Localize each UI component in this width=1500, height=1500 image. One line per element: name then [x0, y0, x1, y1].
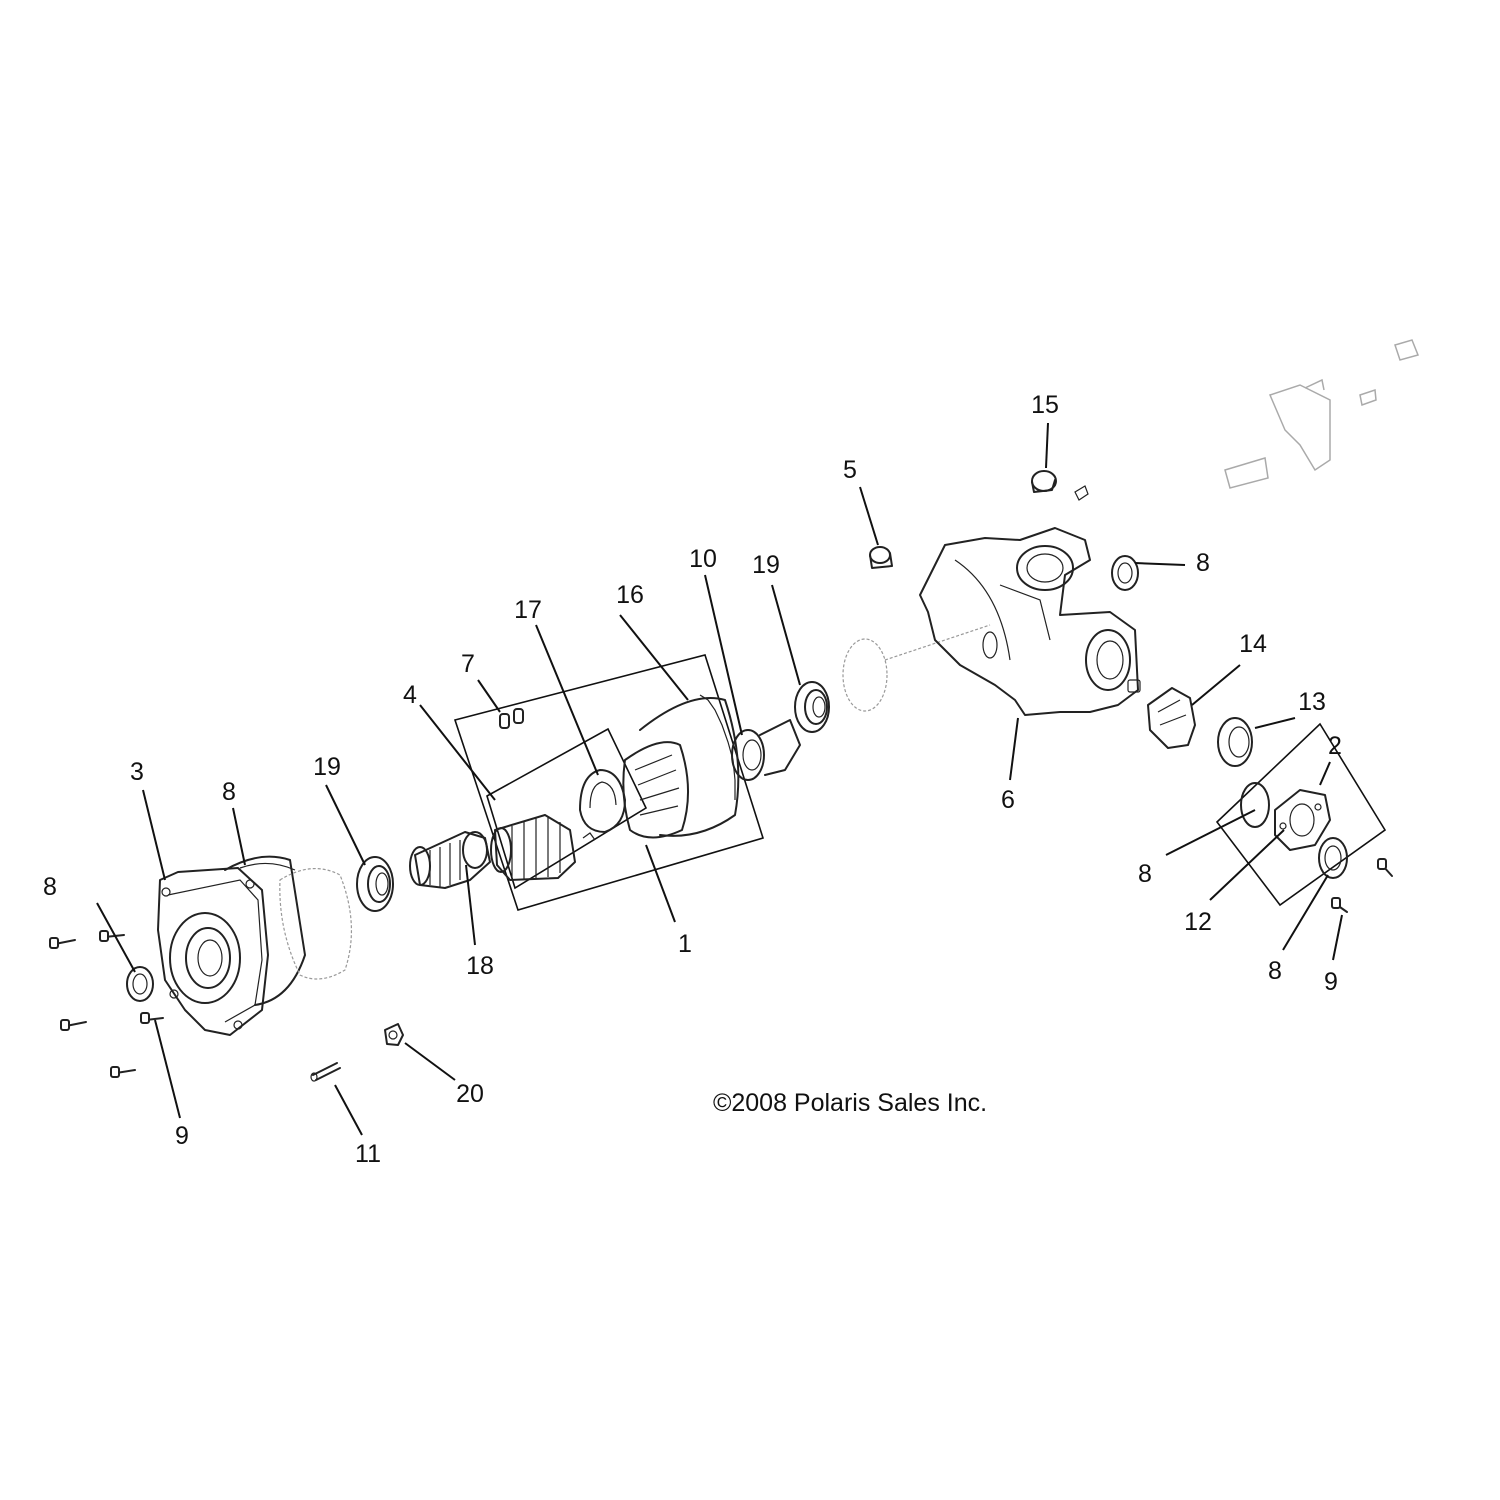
assembly-box-2 [1215, 722, 1387, 907]
callout-18: 18 [466, 952, 494, 980]
o-ring [1240, 782, 1270, 828]
callout-20: 20 [456, 1080, 484, 1108]
tapered-bearing [731, 719, 801, 781]
callout-17: 17 [514, 596, 542, 624]
ring-gear [622, 694, 740, 839]
bearing-right [794, 681, 830, 733]
output-shaft [409, 831, 491, 889]
callout-15: 15 [1031, 391, 1059, 419]
bolt-set-right [1331, 858, 1393, 913]
callout-13: 13 [1298, 688, 1326, 716]
pinion-bearing [1217, 717, 1253, 767]
assembly-box-4 [486, 727, 648, 890]
clip-fitting [384, 1023, 404, 1046]
shim-ring-ghost [842, 624, 991, 712]
callout-4: 4 [403, 681, 417, 709]
main-gear-case [919, 527, 1139, 716]
callout-14: 14 [1239, 630, 1267, 658]
callout-3: 3 [130, 758, 144, 786]
callout-8-o-ring: 8 [1138, 860, 1152, 888]
callout-6: 6 [1001, 786, 1015, 814]
end-cover-housing [157, 855, 306, 1036]
callout-8-housing: 8 [222, 778, 236, 806]
callout-2: 2 [1328, 732, 1342, 760]
callout-19-left: 19 [313, 753, 341, 781]
seal-right [1318, 837, 1348, 879]
seal-left [126, 966, 154, 1002]
callout-10: 10 [689, 545, 717, 573]
seal-top-right [1111, 555, 1139, 591]
callout-12: 12 [1184, 908, 1212, 936]
gasket-left [279, 867, 352, 980]
leader-lines [96, 422, 1343, 1136]
callout-9-left: 9 [175, 1122, 189, 1150]
callout-19-right: 19 [752, 551, 780, 579]
callout-8-left-seal: 8 [43, 873, 57, 901]
bearing-left [356, 856, 394, 912]
callout-8-top-right: 8 [1196, 549, 1210, 577]
callout-11: 11 [355, 1140, 381, 1168]
callout-9-right: 9 [1324, 968, 1338, 996]
armature-plate [579, 769, 626, 841]
vent-plug [1031, 470, 1089, 501]
callout-5: 5 [843, 456, 857, 484]
roller-pins [499, 708, 524, 729]
callout-7: 7 [461, 650, 475, 678]
callout-8-right-seal: 8 [1268, 957, 1282, 985]
callout-labels: 1 2 3 4 5 6 7 8 8 8 8 8 9 9 10 11 12 13 … [43, 391, 1342, 1168]
pinion-shaft [1127, 679, 1196, 749]
dowel-pin [310, 1062, 341, 1082]
assembly-box-1 [453, 654, 765, 911]
retainer-plate [1274, 789, 1331, 851]
faint-bracket-parts [1224, 339, 1420, 489]
fill-plug [869, 546, 893, 569]
callout-16: 16 [616, 581, 644, 609]
copyright-notice: ©2008 Polaris Sales Inc. [713, 1089, 987, 1117]
roller-cage [490, 814, 576, 881]
callout-1: 1 [678, 930, 692, 958]
bolt-set-left [49, 930, 164, 1078]
